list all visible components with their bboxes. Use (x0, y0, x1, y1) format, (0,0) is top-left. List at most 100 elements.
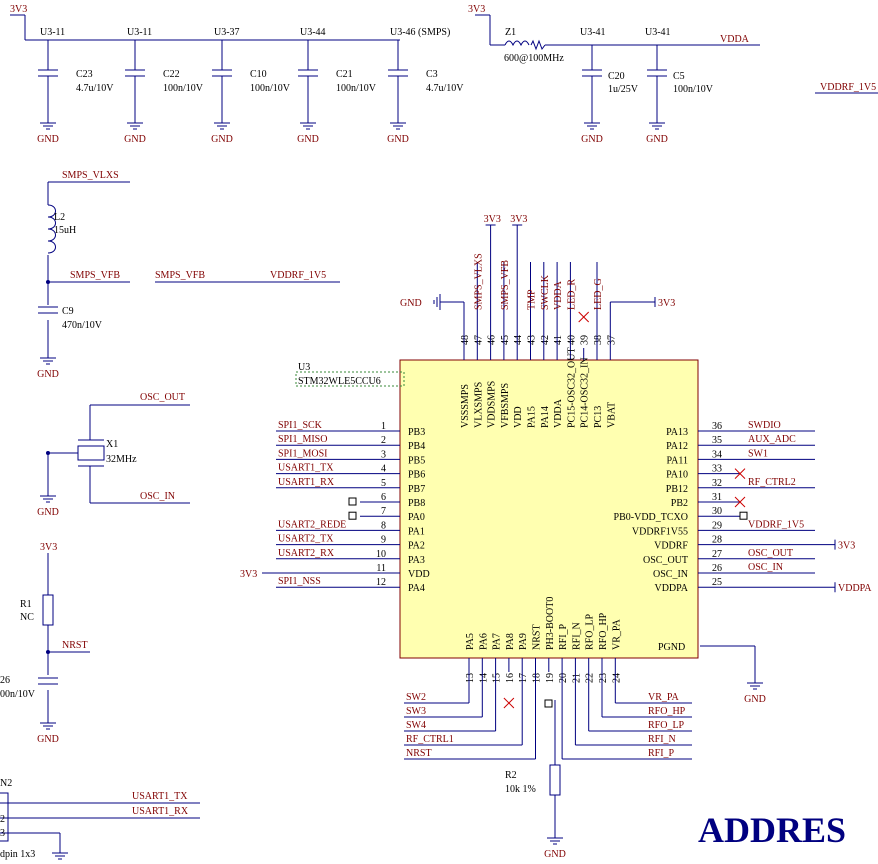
ic-net-label: USART2_RX (278, 548, 335, 559)
vdda-net-label: VDDA (720, 34, 750, 45)
gnd-label: GND (37, 734, 59, 745)
cap-designator: C10 (250, 69, 267, 80)
vddrf-net-label: VDDRF_1V5 (820, 82, 876, 93)
cap-value: 100n/10V (673, 84, 714, 95)
ic-pin-number: 13 (465, 673, 476, 683)
ic-pin-name: VBAT (606, 402, 617, 428)
cap-value: 00n/10V (0, 689, 36, 700)
ic-net-label: TMP (527, 289, 538, 310)
ground-symbol: GND (211, 115, 233, 145)
capacitor-symbol (38, 69, 58, 77)
ic-pin-name: PA6 (478, 633, 489, 650)
ic-pin-number: 30 (712, 506, 722, 517)
ic-net-label: SPI1_SCK (278, 420, 323, 431)
ic-pin-name: PA13 (666, 427, 688, 438)
ic-pin-name: PB2 (671, 498, 688, 509)
cap-designator: C20 (608, 71, 625, 82)
power-3v3-label: 3V3 (10, 4, 27, 15)
ic-pin-number: 6 (381, 492, 386, 503)
capacitor-symbol (38, 677, 58, 685)
ic-pin-number: 28 (712, 535, 722, 546)
ic-pin-number: 4 (381, 464, 386, 475)
inductor-designator: L2 (54, 212, 65, 223)
osc-out-net-label: OSC_OUT (140, 392, 185, 403)
ic-pin-name: PA5 (465, 633, 476, 650)
pin-ref-label: U3-37 (214, 27, 240, 38)
ic-pin-name: PA3 (408, 555, 425, 566)
ic-pin-name: PB5 (408, 455, 425, 466)
ic-pin-name: PA8 (505, 633, 516, 650)
ic-pin-name: RFI_N (571, 622, 582, 650)
ic-pin-number: 33 (712, 464, 722, 475)
ic-pin-number: 2 (381, 435, 386, 446)
header-net-label: USART1_TX (132, 791, 188, 802)
ic-pin-name: RFO_LP (585, 613, 596, 650)
inductor-coil (47, 204, 56, 254)
ic-pin-number: 19 (545, 673, 556, 683)
power-3v3-label: 3V3 (484, 214, 501, 225)
ic-net-label: SMPS_VLXS (473, 253, 484, 310)
gnd-label: GND (544, 849, 566, 860)
ic-pin-name: VSSSMPS (460, 384, 471, 428)
ic-net-label: RF_CTRL2 (748, 477, 796, 488)
power-3v3-label: 3V3 (240, 569, 257, 580)
ic-pin-number: 22 (585, 673, 596, 683)
ground-symbol: GND (544, 830, 566, 860)
ic-net-label: SMPS_VFB (500, 260, 511, 310)
crystal-value: 32MHz (106, 454, 137, 465)
ic-pin-number: 29 (712, 520, 722, 531)
ic-pin-number: 25 (712, 577, 722, 588)
cap-designator: C3 (426, 69, 438, 80)
ic-part-number: STM32WLE5CCU6 (298, 376, 381, 387)
ic-pin-number: 43 (527, 335, 538, 345)
ic-net-label: VR_PA (648, 692, 680, 703)
power-3v3-label: 3V3 (468, 4, 485, 15)
header-pin-number: 2 (0, 814, 5, 825)
no-connect-marker (348, 511, 357, 520)
ic-pin-number: 15 (492, 673, 503, 683)
ic-net-label: USART1_TX (278, 463, 334, 474)
smps-vlxs-net-label: SMPS_VLXS (62, 170, 119, 181)
ic-pin-number: 34 (712, 449, 722, 460)
ic-designator: U3 (298, 362, 310, 373)
no-connect-mark (578, 311, 590, 323)
ic-pin-name: RFO_HP (598, 612, 609, 650)
cap-designator: C21 (336, 69, 353, 80)
ic-pin-number: 10 (376, 549, 386, 560)
header-net-label: USART1_RX (132, 806, 189, 817)
gnd-label: GND (646, 134, 668, 145)
junction-dot (46, 451, 50, 455)
pin-ref-label: U3-41 (580, 27, 606, 38)
ic-pin-number: 35 (712, 435, 722, 446)
ic-net-label: SW3 (406, 706, 426, 717)
cap-value: 470n/10V (62, 320, 103, 331)
cap-value: 4.7u/10V (76, 83, 114, 94)
gnd-label: GND (581, 134, 603, 145)
no-connect-mark (503, 697, 515, 709)
ic-pin-number: 17 (518, 673, 529, 683)
vddpa-net-label: VDDPA (838, 583, 872, 594)
resistor-designator: R2 (505, 770, 517, 781)
ic-net-label: SW2 (406, 692, 426, 703)
ic-part-selection (295, 371, 405, 387)
ic-pin-number: 9 (381, 535, 386, 546)
ic-pin-name: PA10 (666, 470, 688, 481)
cap-designator: 26 (0, 675, 10, 686)
cap-value: 1u/25V (608, 84, 639, 95)
ic-pin-name: PA2 (408, 541, 425, 552)
ground-symbol: GND (37, 488, 59, 518)
ic-pin-name: VDDRF (654, 541, 688, 552)
ic-pin-name: OSC_IN (653, 569, 688, 580)
ic-pin-number: 39 (580, 335, 591, 345)
no-connect-mark (734, 468, 746, 479)
smps-vfb-net-label: SMPS_VFB (70, 270, 120, 281)
ic-net-label: VDDRF_1V5 (748, 519, 804, 530)
ground-symbol: GND (124, 115, 146, 145)
power-3v3-label: 3V3 (40, 542, 57, 553)
resistor-designator: R1 (20, 599, 32, 610)
pin-ref-label: U3-46 (SMPS) (390, 27, 450, 38)
ic-pin-number: 23 (598, 673, 609, 683)
ic-net-label: NRST (406, 748, 432, 759)
ic-net-label: SW1 (748, 448, 768, 459)
ic-pin-name: PA4 (408, 583, 425, 594)
